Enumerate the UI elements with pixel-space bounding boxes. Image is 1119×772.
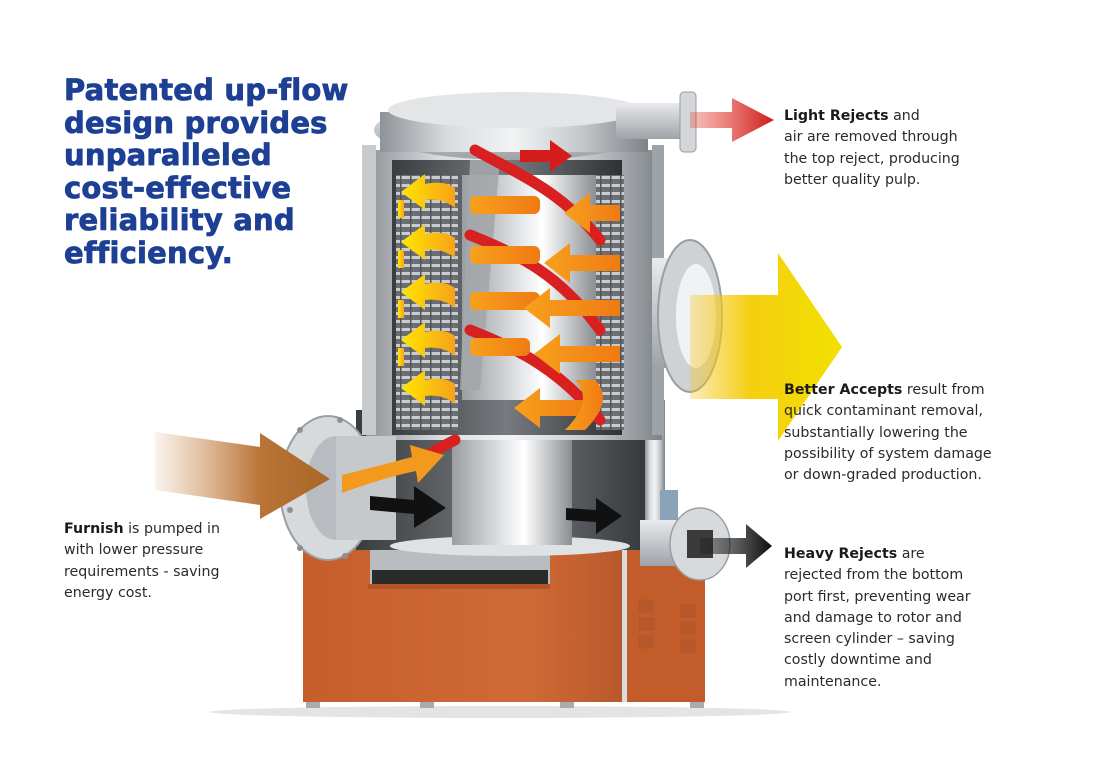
headline-line: design provides	[64, 105, 328, 140]
accept-flow-arrows	[398, 174, 455, 406]
headline-line: cost-effective	[64, 170, 292, 205]
callout-line: substantially lowering the	[784, 424, 968, 441]
headline-line: Patented up-flow	[64, 73, 349, 107]
callout-title: Heavy Rejects	[784, 546, 898, 562]
callout-line: quick contaminant removal,	[784, 403, 983, 420]
ground-shadow	[210, 706, 790, 718]
callout-line: rejected from the bottom	[784, 567, 964, 584]
spiral-top-arrow	[520, 140, 572, 172]
heavy-rejects-callout: Heavy Rejects are rejected from the bott…	[784, 544, 971, 693]
callout-line: maintenance.	[784, 673, 882, 690]
callout-line: energy cost.	[64, 584, 152, 601]
callout-line: requirements - saving	[64, 563, 220, 580]
callout-line: or down-graded production.	[784, 467, 982, 484]
rotor-flow-arrows	[470, 193, 620, 430]
callout-line: possibility of system damage	[784, 445, 992, 462]
better-accepts-arrow	[690, 253, 842, 441]
heavy-rejects-arrow	[700, 524, 772, 568]
inlet-flange	[279, 415, 396, 561]
callout-line: air are removed through	[784, 129, 958, 146]
headline-line: efficiency.	[64, 235, 234, 270]
headline: Patented up-flow design provides unparal…	[64, 74, 384, 269]
callout-line: screen cylinder – saving	[784, 631, 955, 648]
headline-line: reliability and	[64, 203, 295, 237]
heavy-rejects-flow	[370, 486, 622, 534]
better-accepts-callout: Better Accepts result from quick contami…	[784, 380, 992, 486]
furnish-callout: Furnish is pumped in with lower pressure…	[64, 519, 220, 604]
callout-line: and damage to rotor and	[784, 609, 962, 626]
furnish-arrow	[155, 432, 330, 519]
light-rejects-callout: Light Rejects and air are removed throug…	[784, 106, 960, 191]
headline-line: unparalleled	[64, 138, 272, 172]
inlet-flow-arrow	[342, 445, 444, 493]
callout-title: Light Rejects	[784, 108, 889, 124]
callout-title: Furnish	[64, 521, 124, 537]
callout-line: better quality pulp.	[784, 171, 921, 188]
callout-line: the top reject, producing	[784, 150, 960, 167]
light-reject-pipe	[616, 91, 697, 153]
callout-line: port first, preventing wear	[784, 588, 971, 605]
callout-line: costly downtime and	[784, 652, 932, 669]
callout-line: with lower pressure	[64, 542, 204, 559]
light-rejects-arrow	[690, 98, 774, 142]
callout-title: Better Accepts	[784, 382, 903, 398]
